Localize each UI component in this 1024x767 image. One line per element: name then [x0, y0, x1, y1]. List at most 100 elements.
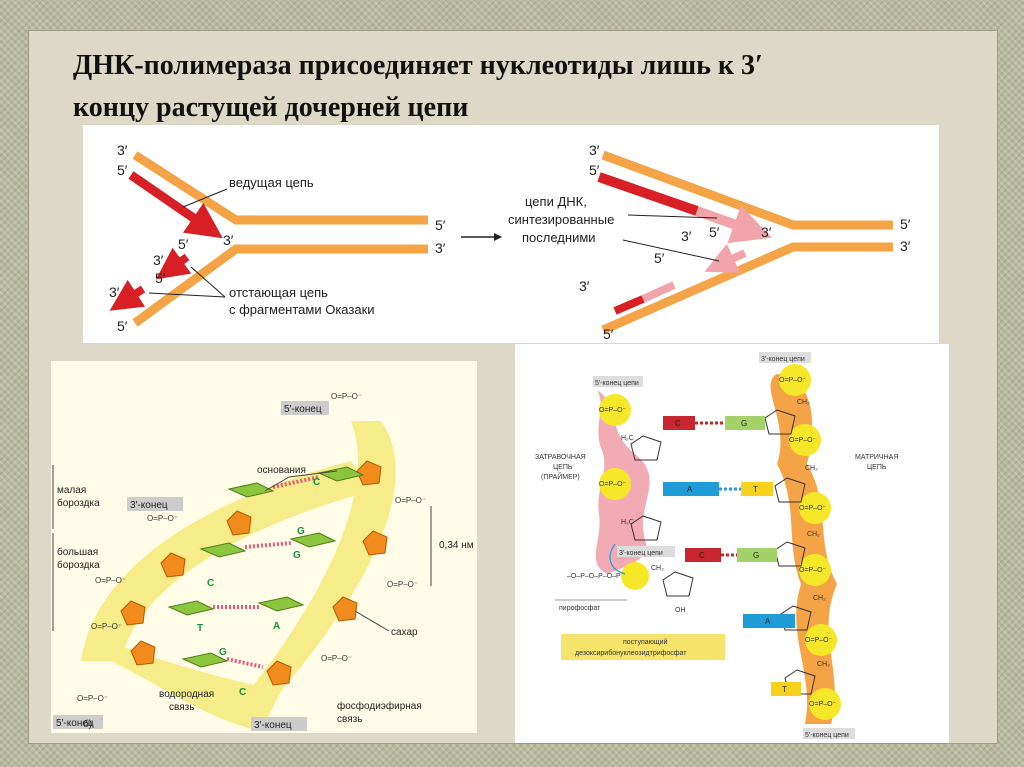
lagging-strand-label: с фрагментами Оказаки [229, 302, 375, 317]
base-letter: G [297, 526, 305, 537]
sugar-ring [630, 515, 662, 541]
label-box [281, 401, 329, 415]
leading-strand-label: ведущая цепь [229, 175, 314, 190]
phosphate-formula: O=P–O⁻ [779, 377, 807, 384]
parent-strand-top [601, 150, 893, 230]
base-c-letter: C [675, 419, 681, 428]
hydrogen-bond-label: водородная [159, 689, 214, 700]
phosphate-text-group: O=P–O⁻ O=P–O⁻ O=P–O⁻ O=P–O⁻ O=P–O⁻ O=P–O… [567, 377, 837, 708]
hydrogen-bond [244, 541, 292, 549]
three-end-left: 3′-конец [130, 500, 168, 511]
ch2-label: CH₂ [813, 595, 826, 602]
fork-before: 3′ 5′ 3′ 5′ 3′ 5′ 3′ 5′ 3′ 5′ ведущая це… [109, 142, 446, 334]
sugar-pentagon [120, 600, 146, 626]
sugar-ring [630, 435, 662, 461]
base-t-letter: T [753, 485, 758, 494]
leading-strand-arrow [128, 171, 223, 239]
five-end-bottom: 5′-конец [56, 718, 94, 729]
label-box [803, 728, 855, 739]
sugar-ring [764, 409, 796, 435]
base-pair: G C [181, 647, 264, 698]
ch2-label: CH₂ [797, 399, 810, 406]
five-end-top: 5′-конец [284, 404, 322, 415]
sugar-ring [780, 605, 812, 631]
base-t-block [741, 482, 773, 496]
replication-fork-panel: 3′ 5′ 3′ 5′ 3′ 5′ 3′ 5′ 3′ 5′ ведущая це… [83, 125, 939, 343]
label-5prime: 5′ [654, 250, 665, 266]
label-5prime: 5′ [117, 318, 128, 334]
sugar-pentagon [266, 660, 292, 686]
sugar-ring [662, 571, 694, 597]
newest-lagging-segment [641, 281, 676, 303]
label-3prime: 3′ [117, 142, 128, 158]
base-g-block [725, 416, 765, 430]
label-3prime: 3′ [900, 238, 911, 254]
new-strands-label: цепи ДНК, [525, 194, 587, 209]
oh-label: OH [675, 607, 686, 614]
phosphate-formula: O=P–O⁻ [395, 496, 426, 505]
label-3prime: 3′ [589, 142, 600, 158]
new-strands-label: последними [522, 230, 596, 245]
sugar-pentagon [226, 510, 252, 536]
base-pair: C G [199, 532, 337, 589]
template-label: ЦЕПЬ [867, 464, 887, 471]
base-plate [257, 596, 305, 612]
polymerase-reaction-panel: O=P–O⁻ O=P–O⁻ O=P–O⁻ O=P–O⁻ O=P–O⁻ O=P–O… [515, 344, 949, 743]
parent-strand-top [132, 151, 428, 225]
phosphate-circle [799, 554, 831, 586]
phosphate-circle [789, 424, 821, 456]
phosphodiester-label: связь [337, 714, 362, 725]
base-letter: G [219, 647, 227, 658]
base-a-block [663, 482, 719, 496]
incoming-dntp-label: поступающий [623, 638, 668, 646]
phosphate-circle [779, 364, 811, 396]
minor-groove-label: бороздка [57, 497, 100, 509]
phosphate-formula: O=P–O⁻ [799, 505, 827, 512]
triphosphate-formula: –O–P–O–P–O–P [567, 573, 621, 580]
phosphate-formula: O=P–O⁻ [809, 701, 837, 708]
label-3prime: 3′ [579, 278, 590, 294]
bond-connector [609, 543, 626, 575]
label-box [53, 715, 103, 729]
phosphate-group [599, 364, 841, 720]
three-end-chain-mid-label: 3′-конец цепи [619, 550, 663, 557]
label-5prime: 5′ [589, 162, 600, 178]
base-plate [199, 542, 247, 558]
primer-label: ЦЕПЬ [553, 464, 573, 471]
label-box [759, 352, 811, 363]
base-a-block [743, 614, 795, 628]
label-box [617, 546, 675, 557]
label-3prime: 3′ [153, 252, 164, 268]
replication-fork-diagram: 3′ 5′ 3′ 5′ 3′ 5′ 3′ 5′ 3′ 5′ ведущая це… [109, 142, 911, 342]
sugar-label: сахар [391, 627, 418, 638]
five-end-chain-bottom-label: 5′-конец цепи [805, 732, 849, 739]
ch2-label: CH₂ [807, 531, 820, 538]
phosphate-circle [599, 394, 631, 426]
hydrogen-bond [226, 657, 264, 669]
base-letter: G [293, 550, 301, 561]
base-letter: A [273, 621, 280, 632]
major-groove-label: бороздка [57, 559, 100, 571]
primer-label: (ПРАЙМЕР) [541, 472, 580, 481]
base-c-letter: C [699, 551, 705, 560]
leading-strand [597, 172, 699, 216]
polymerase-reaction-diagram: O=P–O⁻ O=P–O⁻ O=P–O⁻ O=P–O⁻ O=P–O⁻ O=P–O… [535, 352, 898, 739]
three-end-chain-label: 3′-конец цепи [761, 356, 805, 363]
newest-leading-segment [695, 205, 772, 244]
title-line-2: концу растущей дочерней цепи [73, 92, 469, 123]
base-t-block [771, 682, 801, 696]
distance-label: 0,34 нм [439, 540, 474, 551]
base-g-block [737, 548, 777, 562]
label-box [251, 717, 307, 731]
base-c-block [685, 548, 721, 562]
phosphate-group: O=P–O⁻ O=P–O⁻ O=P–O⁻ O=P–O⁻ O=P–O⁻ O=P–O… [77, 392, 426, 703]
slide: ДНК-полимераза присоединяет нуклеотиды л… [28, 30, 998, 744]
phosphate-formula: O=P–O⁻ [91, 622, 122, 631]
lagging-strand-label: отстающая цепь [229, 285, 328, 300]
backbone-band-bottom [111, 646, 281, 731]
backbone-band-left [81, 461, 371, 661]
phosphate-formula: O=P–O⁻ [387, 580, 418, 589]
okazaki-fragment-2 [109, 279, 146, 311]
leader-line [622, 239, 720, 262]
phosphate-formula: O=P–O⁻ [789, 437, 817, 444]
